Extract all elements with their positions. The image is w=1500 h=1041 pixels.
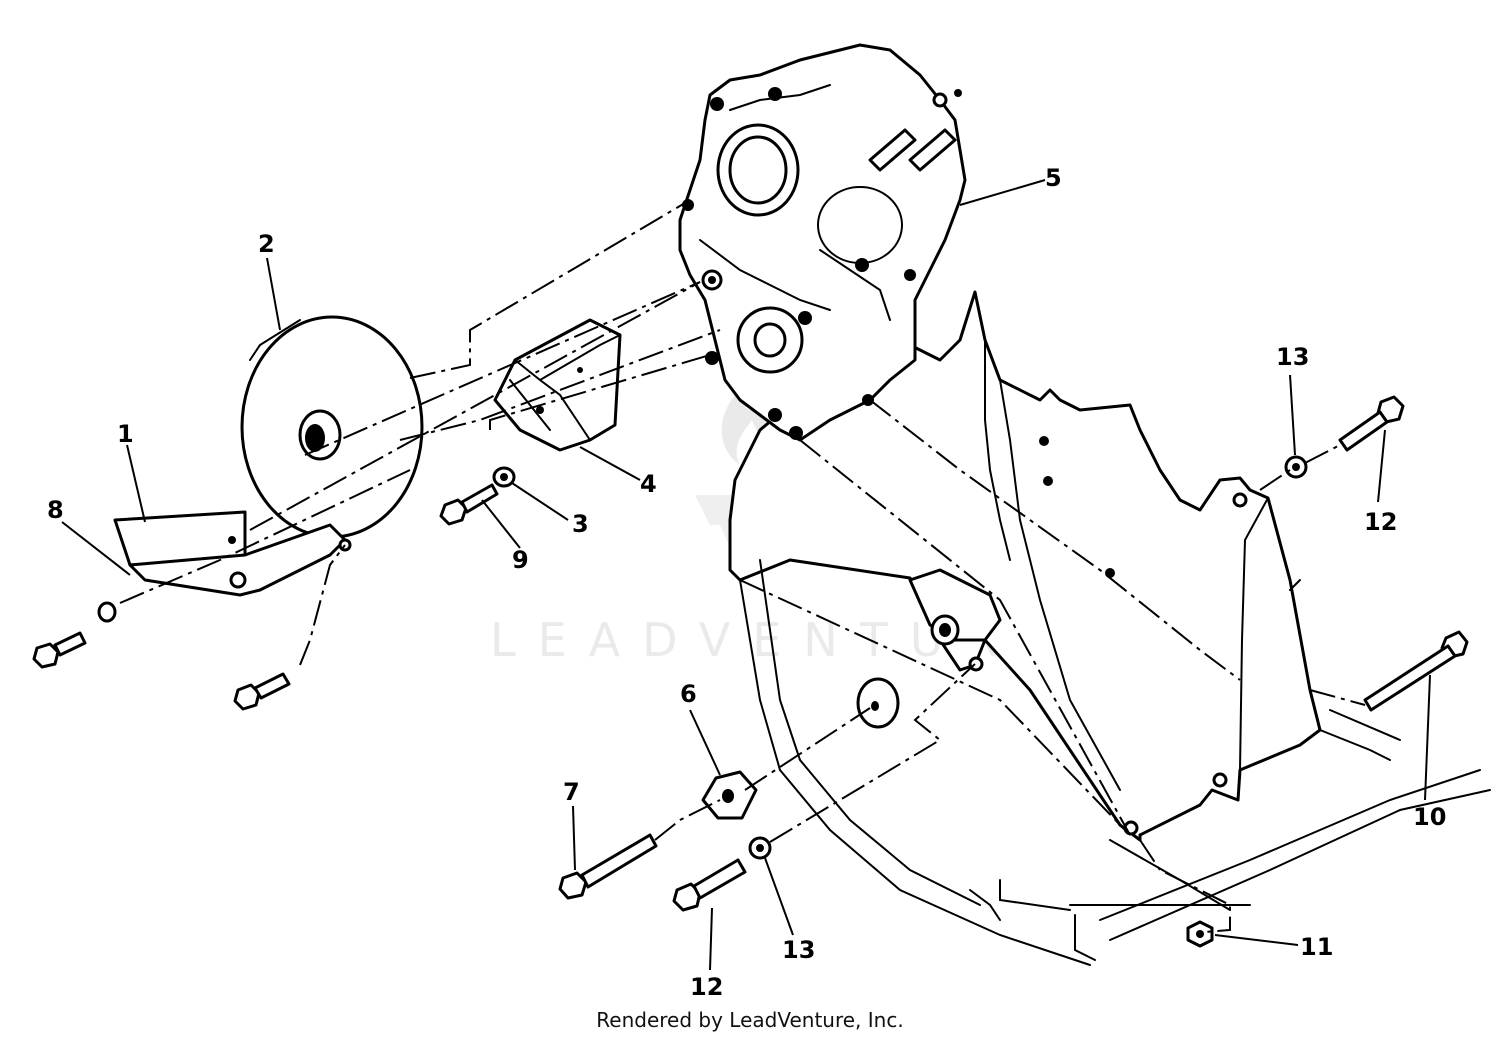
washer-upper-left xyxy=(97,601,117,623)
washer-3 xyxy=(492,466,516,488)
plate-washer xyxy=(856,677,900,729)
callout-10: 10 xyxy=(1413,803,1446,831)
bolt-9 xyxy=(439,483,499,526)
bolt-lower-left xyxy=(233,672,291,711)
callout-4: 4 xyxy=(640,470,657,498)
drive-disc xyxy=(240,315,424,539)
bearing-block xyxy=(493,318,622,452)
nut-6 xyxy=(701,770,758,820)
callout-3: 3 xyxy=(572,510,589,538)
frame-assembly xyxy=(728,290,1491,966)
nut-11 xyxy=(1186,920,1214,948)
callout-5: 5 xyxy=(1045,164,1062,192)
bolt-10 xyxy=(1363,630,1469,712)
callout-9: 9 xyxy=(512,546,529,574)
callouts: 1 2 3 4 5 6 7 8 9 10 11 12 12 13 13 xyxy=(47,164,1446,1001)
bolt-12-lower xyxy=(672,858,747,912)
callout-13-lower: 13 xyxy=(782,936,815,964)
transmission-housing xyxy=(678,43,967,442)
callout-6: 6 xyxy=(680,680,697,708)
footer-credit: Rendered by LeadVenture, Inc. xyxy=(596,1008,904,1032)
leader-lines xyxy=(61,179,1431,971)
washer-13-upper xyxy=(1284,455,1308,479)
callout-11: 11 xyxy=(1300,933,1333,961)
callout-8: 8 xyxy=(47,496,64,524)
washer-13-lower xyxy=(748,836,772,860)
callout-12-upper: 12 xyxy=(1364,508,1397,536)
alignment-lines xyxy=(119,199,1366,933)
callout-13-upper: 13 xyxy=(1276,343,1309,371)
callout-2: 2 xyxy=(258,230,275,258)
callout-1: 1 xyxy=(117,420,134,448)
callout-12-lower: 12 xyxy=(690,973,723,1001)
bolt-12-upper xyxy=(1338,395,1405,452)
bolt-7 xyxy=(558,833,658,900)
bolt-upper-left xyxy=(32,631,87,669)
callout-7: 7 xyxy=(563,778,580,806)
